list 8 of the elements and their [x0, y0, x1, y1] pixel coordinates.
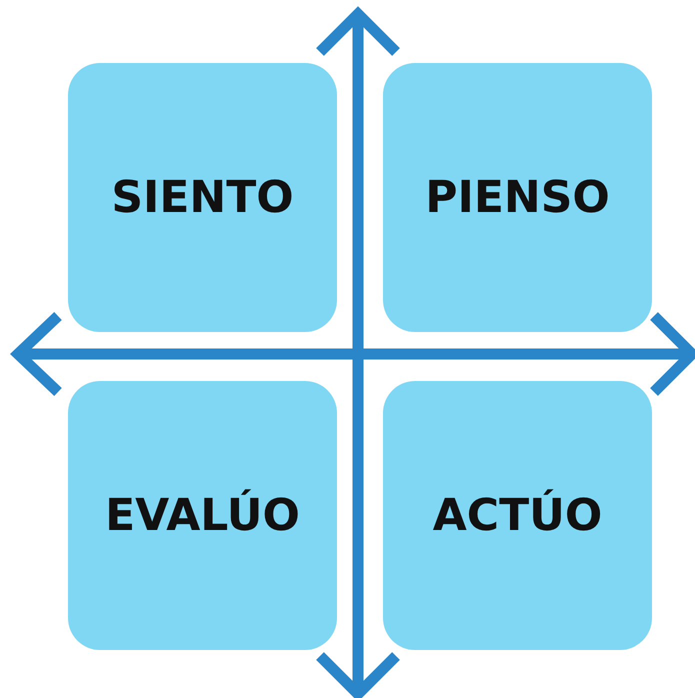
quadrant-box — [383, 63, 652, 332]
quadrant-label: ACTÚO — [432, 490, 602, 541]
quadrant-box — [68, 63, 337, 332]
quadrant-box — [68, 381, 337, 650]
quadrant-label: SIENTO — [111, 172, 294, 223]
quadrant-label: EVALÚO — [105, 490, 300, 541]
quadrant-box — [383, 381, 652, 650]
quadrant-label: PIENSO — [425, 172, 610, 223]
